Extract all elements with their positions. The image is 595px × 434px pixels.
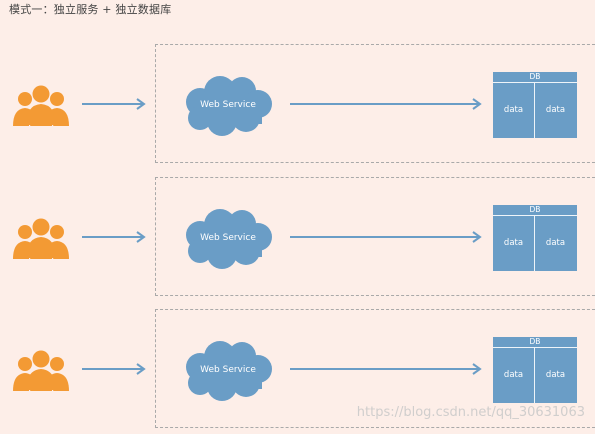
arrow-service-to-db xyxy=(290,98,482,110)
web-service-cloud: Web Service xyxy=(178,207,278,271)
web-service-label: Web Service xyxy=(200,100,256,110)
db-cell-right: data xyxy=(545,370,566,380)
arrow-users-to-service xyxy=(82,231,146,243)
service-container-box xyxy=(155,44,595,163)
database-table: DB data data xyxy=(493,72,577,138)
db-cell-right: data xyxy=(545,105,566,115)
web-service-cloud: Web Service xyxy=(178,339,278,403)
row-3: Web Service DB data data xyxy=(0,309,595,434)
watermark-text: https://blog.csdn.net/qq_30631063 xyxy=(356,405,585,420)
db-title: DB xyxy=(493,205,577,216)
arrow-service-to-db xyxy=(290,231,482,243)
cloud-icon xyxy=(186,76,272,136)
arrow-users-to-service xyxy=(82,363,146,375)
database-table: DB data data xyxy=(493,337,577,403)
users-icon xyxy=(13,350,69,392)
db-divider xyxy=(534,216,535,271)
row-1: Web Service DB data data xyxy=(0,44,595,169)
db-divider xyxy=(534,83,535,138)
diagram-title: 模式一：独立服务 + 独立数据库 xyxy=(9,3,172,16)
row-2: Web Service DB data data xyxy=(0,177,595,302)
arrow-users-to-service xyxy=(82,98,146,110)
db-cell-left: data xyxy=(503,238,524,248)
database-table: DB data data xyxy=(493,205,577,271)
web-service-label: Web Service xyxy=(200,365,256,375)
db-cell-left: data xyxy=(503,105,524,115)
service-container-box xyxy=(155,309,595,428)
db-divider xyxy=(534,348,535,403)
users-icon xyxy=(13,218,69,260)
cloud-icon xyxy=(186,341,272,401)
db-title: DB xyxy=(493,72,577,83)
db-cell-right: data xyxy=(545,238,566,248)
cloud-icon xyxy=(186,209,272,269)
web-service-cloud: Web Service xyxy=(178,74,278,138)
web-service-label: Web Service xyxy=(200,233,256,243)
db-cell-left: data xyxy=(503,370,524,380)
users-icon xyxy=(13,85,69,127)
service-container-box xyxy=(155,177,595,296)
db-title: DB xyxy=(493,337,577,348)
arrow-service-to-db xyxy=(290,363,482,375)
